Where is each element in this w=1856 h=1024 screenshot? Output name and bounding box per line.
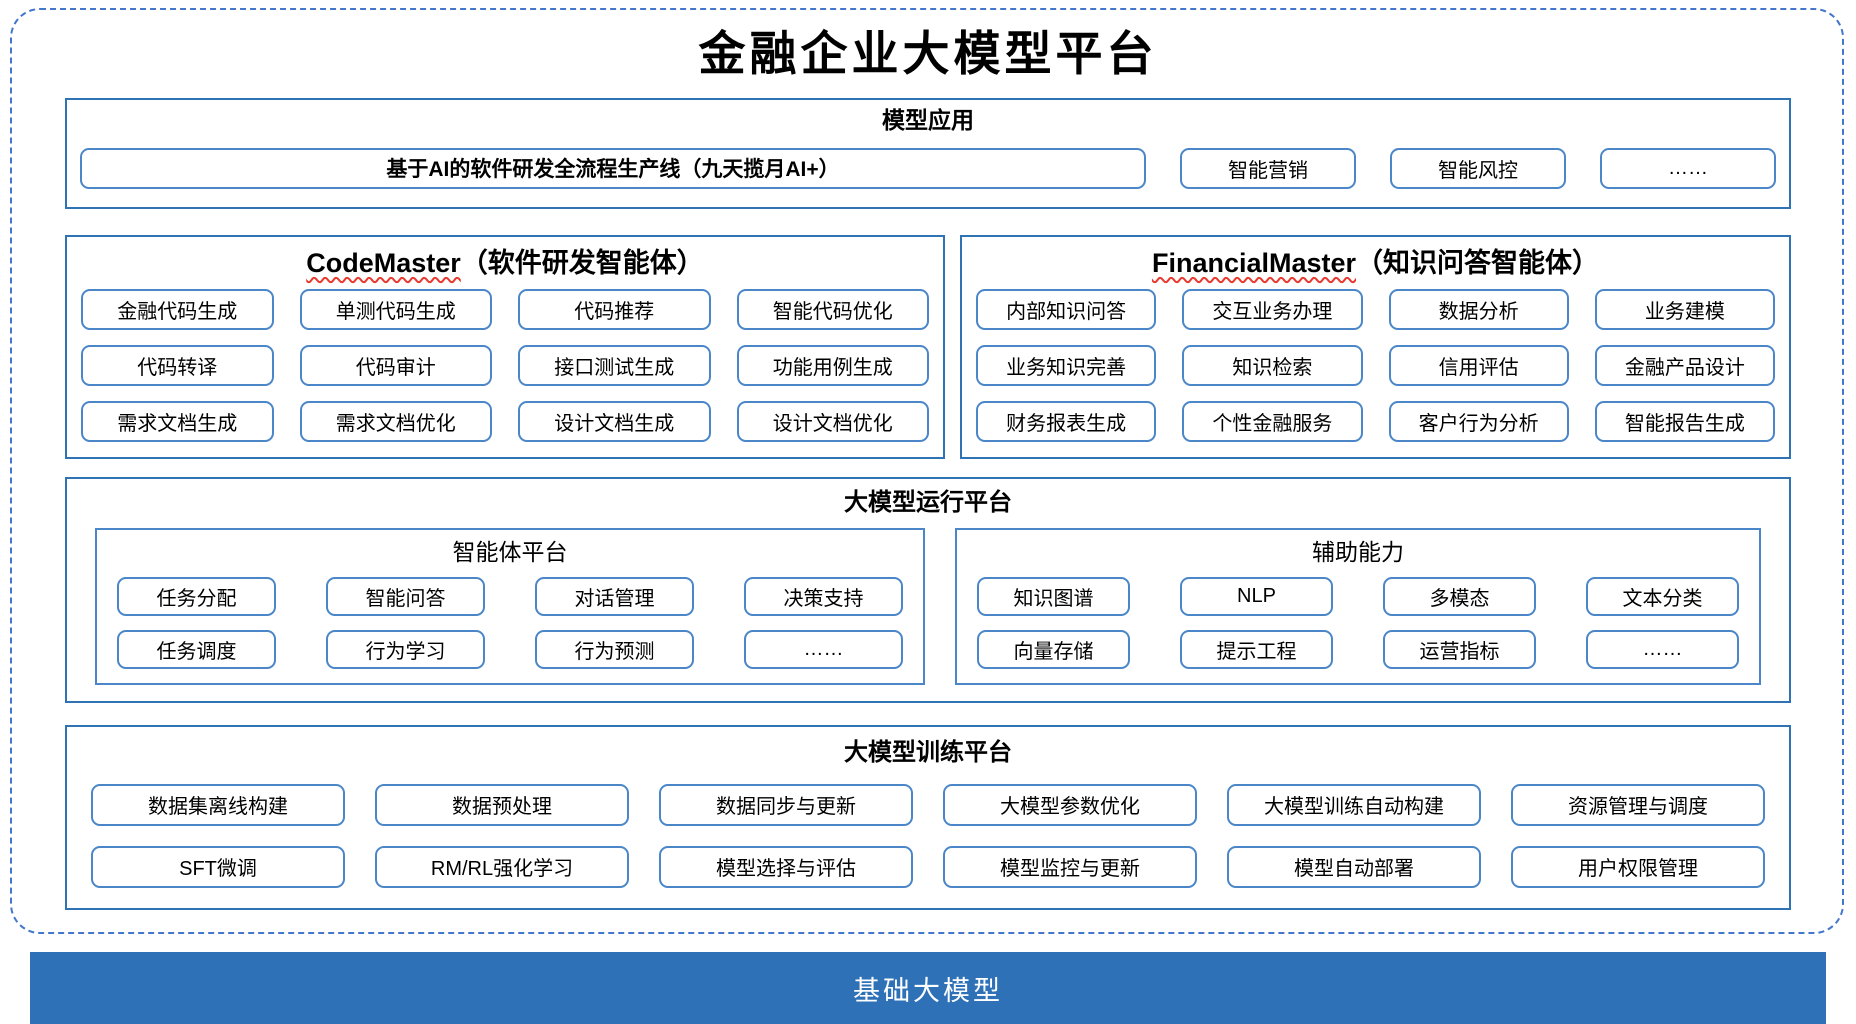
capability-box: 业务知识完善 — [976, 345, 1157, 387]
financialmaster-title-en: FinancialMaster — [1151, 247, 1357, 278]
capability-box: 模型监控与更新 — [943, 845, 1197, 888]
aux-capability-items: 知识图谱 NLP 多模态 文本分类向量存储 提示工程 运营指标 …… — [977, 576, 1739, 669]
section-model-application-header: 模型应用 — [882, 106, 974, 133]
capability-box: 大模型参数优化 — [943, 783, 1197, 826]
app-pipeline-box: 基于AI的软件研发全流程生产线（九天揽月AI+） — [80, 147, 1146, 189]
capability-box: 财务报表生成 — [976, 401, 1157, 443]
capability-box: 设计文档优化 — [736, 401, 929, 443]
capability-box: …… — [1600, 147, 1776, 189]
financialmaster-items: 内部知识问答交互业务办理数据分析业务建模业务知识完善知识检索信用评估金融产品设计… — [976, 289, 1775, 443]
capability-box: 用户权限管理 — [1511, 845, 1765, 888]
capability-box: 行为学习 — [326, 629, 485, 669]
agent-platform-items: 任务分配 智能问答 对话管理 决策支持任务调度 行为学习 行为预测 …… — [117, 576, 903, 669]
capability-box: 向量存储 — [977, 629, 1130, 669]
capability-box: SFT微调 — [91, 845, 345, 888]
capability-box: 行为预测 — [535, 629, 694, 669]
capability-box: 需求文档生成 — [81, 401, 274, 443]
capability-box: 大模型训练自动构建 — [1227, 783, 1481, 826]
capability-box: 代码转译 — [81, 345, 274, 387]
capability-box: 交互业务办理 — [1182, 289, 1363, 331]
capability-box: 任务分配 — [117, 576, 276, 616]
financialmaster-title: FinancialMaster（知识问答智能体） — [976, 245, 1775, 281]
capability-box: 对话管理 — [535, 576, 694, 616]
capability-box: 数据分析 — [1388, 289, 1569, 331]
capability-box: 运营指标 — [1383, 629, 1536, 669]
capability-box: 单测代码生成 — [299, 289, 492, 331]
agent-platform-title: 智能体平台 — [452, 539, 568, 566]
codemaster-title-en: CodeMaster — [306, 247, 461, 278]
capability-box: NLP — [1180, 576, 1333, 616]
section-financialmaster: FinancialMaster（知识问答智能体） 内部知识问答交互业务办理数据分… — [960, 234, 1791, 460]
training-platform-header: 大模型训练平台 — [844, 738, 1012, 766]
agents-row: CodeMaster（软件研发智能体） 金融代码生成单测代码生成代码推荐智能代码… — [65, 234, 1791, 460]
capability-box: 智能问答 — [326, 576, 485, 616]
diagram-content: 金融企业大模型平台 模型应用 基于AI的软件研发全流程生产线（九天揽月AI+） … — [65, 18, 1791, 910]
capability-box: RM/RL强化学习 — [375, 845, 629, 888]
runtime-platform-header: 大模型运行平台 — [844, 489, 1012, 517]
capability-box: 资源管理与调度 — [1511, 783, 1765, 826]
capability-box: …… — [1586, 629, 1739, 669]
model-application-row: 基于AI的软件研发全流程生产线（九天揽月AI+） 智能营销智能风控 …… — [80, 147, 1776, 189]
capability-box: 多模态 — [1383, 576, 1536, 616]
capability-box: 功能用例生成 — [736, 345, 929, 387]
capability-box: 金融代码生成 — [81, 289, 274, 331]
capability-box: 客户行为分析 — [1388, 401, 1569, 443]
capability-box: 设计文档生成 — [518, 401, 711, 443]
financialmaster-title-suffix: （知识问答智能体） — [1356, 247, 1600, 278]
section-runtime-platform: 大模型运行平台 智能体平台 任务分配 智能问答 对话管理 决策支持任务调度 行为学习 行为… — [65, 477, 1791, 703]
capability-box: 需求文档优化 — [299, 401, 492, 443]
runtime-inner-row: 智能体平台 任务分配 智能问答 对话管理 决策支持任务调度 行为学习 行为预测 …… 辅助能… — [95, 528, 1761, 685]
capability-box: 智能代码优化 — [736, 289, 929, 331]
capability-box: 智能营销 — [1180, 147, 1356, 189]
capability-box: 数据集离线构建 — [91, 783, 345, 826]
capability-box: 任务调度 — [117, 629, 276, 669]
section-codemaster: CodeMaster（软件研发智能体） 金融代码生成单测代码生成代码推荐智能代码… — [65, 234, 945, 460]
capability-box: 金融产品设计 — [1594, 345, 1775, 387]
capability-box: 数据同步与更新 — [659, 783, 913, 826]
capability-box: 个性金融服务 — [1182, 401, 1363, 443]
capability-box: …… — [744, 629, 903, 669]
codemaster-items: 金融代码生成单测代码生成代码推荐智能代码优化代码转译代码审计接口测试生成功能用例… — [81, 289, 929, 443]
aux-capability-box: 辅助能力 知识图谱 NLP 多模态 文本分类向量存储 提示工程 运营指标 …… — [955, 528, 1761, 685]
capability-box: 内部知识问答 — [976, 289, 1157, 331]
codemaster-title-suffix: （软件研发智能体） — [460, 247, 704, 278]
capability-box: 决策支持 — [744, 576, 903, 616]
capability-box: 模型自动部署 — [1227, 845, 1481, 888]
section-training-platform: 大模型训练平台 数据集离线构建数据预处理数据同步与更新大模型参数优化大模型训练自… — [65, 724, 1791, 910]
page-title: 金融企业大模型平台 — [698, 27, 1158, 82]
capability-box: 提示工程 — [1180, 629, 1333, 669]
agent-platform-box: 智能体平台 任务分配 智能问答 对话管理 决策支持任务调度 行为学习 行为预测 …… — [95, 528, 925, 685]
capability-box: 接口测试生成 — [518, 345, 711, 387]
codemaster-title: CodeMaster（软件研发智能体） — [81, 245, 929, 281]
section-model-application: 模型应用 基于AI的软件研发全流程生产线（九天揽月AI+） 智能营销智能风控 …… — [65, 97, 1791, 209]
capability-box: 代码审计 — [299, 345, 492, 387]
capability-box: 智能风控 — [1390, 147, 1566, 189]
training-platform-items: 数据集离线构建数据预处理数据同步与更新大模型参数优化大模型训练自动构建资源管理与… — [91, 783, 1765, 888]
capability-box: 模型选择与评估 — [659, 845, 913, 888]
capability-box: 智能报告生成 — [1594, 401, 1775, 443]
capability-box: 信用评估 — [1388, 345, 1569, 387]
capability-box: 代码推荐 — [518, 289, 711, 331]
capability-box: 业务建模 — [1594, 289, 1775, 331]
capability-box: 文本分类 — [1586, 576, 1739, 616]
capability-box: 知识检索 — [1182, 345, 1363, 387]
base-model-label: 基础大模型 — [853, 975, 1003, 1006]
capability-box: 知识图谱 — [977, 576, 1130, 616]
base-model-bar: 基础大模型 — [30, 952, 1826, 1024]
capability-box: 数据预处理 — [375, 783, 629, 826]
aux-capability-title: 辅助能力 — [1312, 539, 1404, 566]
